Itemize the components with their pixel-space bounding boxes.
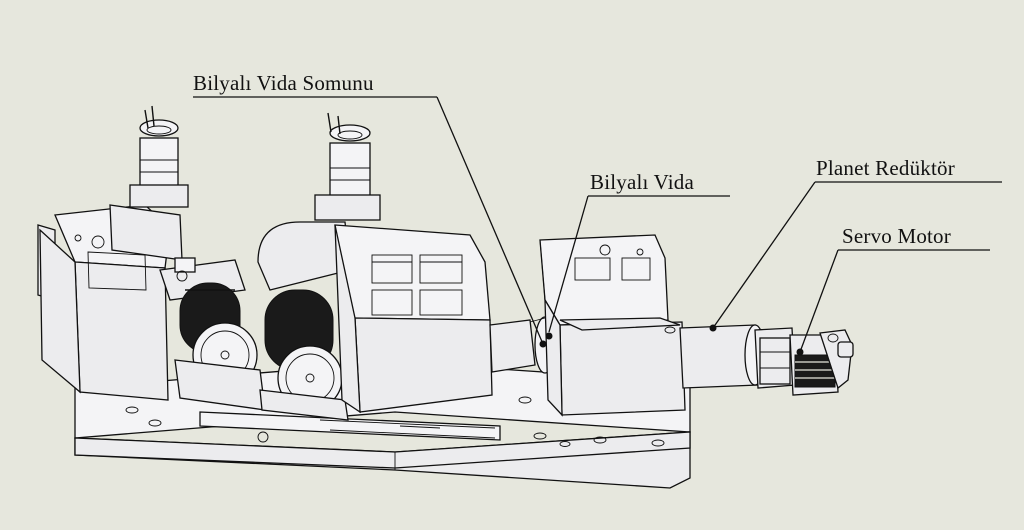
label-servo-motor: Servo Motor [796,224,990,356]
label-ball-screw: Bilyalı Vida [545,170,730,340]
linear-rail [199,411,501,443]
label-ball-screw-nut: Bilyalı Vida Somunu [193,71,547,348]
left-roller-assembly [159,257,266,411]
left-carriage [37,105,189,401]
ball-screw-nut-label: Bilyalı Vida Somunu [193,71,374,95]
planetary-gearbox-label: Planet Redüktör [816,156,955,180]
screw-housing-block [539,234,686,417]
ball-screw-label: Bilyalı Vida [590,170,694,194]
servo-motor-label: Servo Motor [842,224,951,248]
middle-carriage [257,112,493,421]
gearbox-motor-assembly [679,324,854,396]
label-planetary-gearbox: Planet Redüktör [709,156,1002,332]
